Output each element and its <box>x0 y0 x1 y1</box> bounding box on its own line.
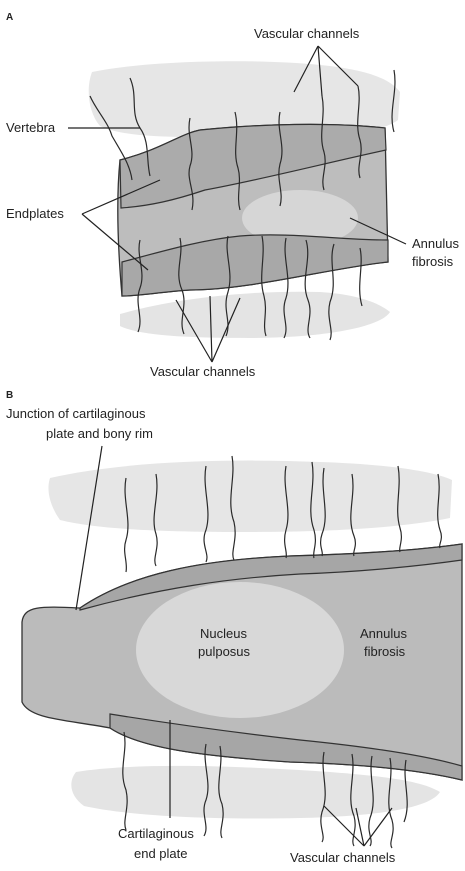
panel-b-cartilaginous-label-2: end plate <box>134 846 188 861</box>
panel-b-junction-label-1: Junction of cartilaginous <box>6 406 146 421</box>
panel-a-endplates-label: Endplates <box>6 206 64 221</box>
panel-b-annulus-label-2: fibrosis <box>364 644 406 659</box>
panel-b-nucleus-label-1: Nucleus <box>200 626 247 641</box>
panel-b-vascular-bottom-label: Vascular channels <box>290 850 396 865</box>
panel-a-vascular-bottom-label: Vascular channels <box>150 364 256 379</box>
panel-b: B <box>6 390 462 865</box>
panel-a-annulus-label-2: fibrosis <box>412 254 454 269</box>
panel-b-junction-label-2: plate and bony rim <box>46 426 153 441</box>
panel-b-nucleus-label-2: pulposus <box>198 644 251 659</box>
panel-a-letter: A <box>6 12 13 23</box>
panel-a: A <box>6 12 459 379</box>
panel-a-vertebra-label: Vertebra <box>6 120 56 135</box>
panel-b-letter: B <box>6 390 13 401</box>
panel-b-junction-leader <box>76 446 102 610</box>
panel-a-annulus-label-1: Annulus <box>412 236 459 251</box>
panel-b-cartilaginous-label-1: Cartilaginous <box>118 826 194 841</box>
panel-b-upper-vertebra <box>48 461 452 532</box>
panel-b-annulus-label-1: Annulus <box>360 626 407 641</box>
panel-a-lower-vertebra <box>120 292 390 338</box>
panel-a-vascular-top-label: Vascular channels <box>254 26 360 41</box>
